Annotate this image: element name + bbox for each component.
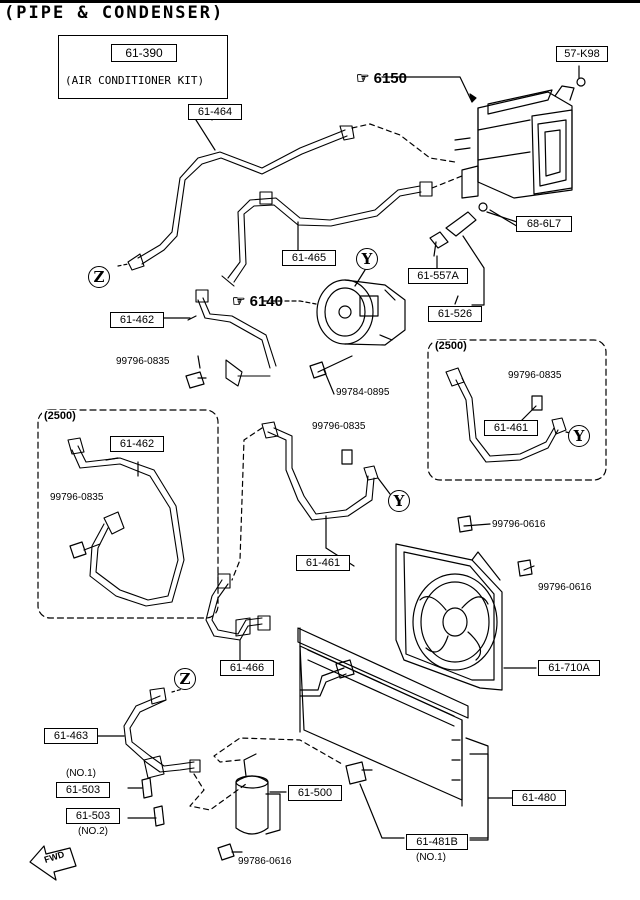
kit-part-number[interactable]: 61-390 bbox=[111, 44, 177, 62]
part-61-461-2500[interactable]: 61-461 bbox=[484, 420, 538, 436]
note-no1-left: (NO.1) bbox=[66, 768, 96, 779]
pipe-61-461-2500 bbox=[445, 367, 567, 463]
section-label-2500-left: (2500) bbox=[42, 410, 78, 422]
note-no2: (NO.2) bbox=[78, 826, 108, 837]
part-61-503-no2[interactable]: 61-503 bbox=[66, 808, 120, 824]
part-61-481b[interactable]: 61-481B bbox=[406, 834, 468, 850]
part-61-480[interactable]: 61-480 bbox=[512, 790, 566, 806]
kit-label: (AIR CONDITIONER KIT) bbox=[65, 74, 205, 87]
part-57-k98[interactable]: 57-K98 bbox=[556, 46, 608, 62]
connection-marker-y-center[interactable]: Y bbox=[388, 490, 410, 512]
cooling-fan bbox=[395, 543, 503, 691]
valve-parts bbox=[429, 202, 488, 257]
ref-6140[interactable]: ☞ 6140 bbox=[232, 293, 283, 310]
part-61-466[interactable]: 61-466 bbox=[220, 660, 274, 676]
part-61-710a[interactable]: 61-710A bbox=[538, 660, 600, 676]
pipe-61-466 bbox=[205, 573, 271, 641]
section-box-left bbox=[37, 409, 219, 619]
part-61-461[interactable]: 61-461 bbox=[296, 555, 350, 571]
bolt-99796-0616-b[interactable]: 99796-0616 bbox=[538, 582, 592, 593]
pipe-61-465 bbox=[221, 181, 433, 287]
connection-marker-y-compressor[interactable]: Y bbox=[356, 248, 378, 270]
part-68-6l7[interactable]: 68-6L7 bbox=[516, 216, 572, 232]
pipe-61-462-2500 bbox=[67, 437, 185, 607]
bolt-99796-0835-b[interactable]: 99796-0835 bbox=[508, 370, 562, 381]
top-rule bbox=[0, 0, 640, 3]
part-61-557a[interactable]: 61-557A bbox=[408, 268, 468, 284]
pipe-61-464 bbox=[127, 125, 355, 271]
part-61-462[interactable]: 61-462 bbox=[110, 312, 164, 328]
receiver-drier bbox=[235, 753, 281, 835]
part-61-464[interactable]: 61-464 bbox=[188, 104, 242, 120]
bolt-99784-0895[interactable]: 99784-0895 bbox=[336, 387, 390, 398]
bolt-99796-0835-d[interactable]: 99796-0835 bbox=[50, 492, 104, 503]
section-box-right bbox=[427, 339, 607, 481]
part-61-462-2500[interactable]: 61-462 bbox=[110, 436, 164, 452]
part-61-463[interactable]: 61-463 bbox=[44, 728, 98, 744]
part-61-503-no1[interactable]: 61-503 bbox=[56, 782, 110, 798]
connection-marker-z-bottom[interactable]: Z bbox=[174, 668, 196, 690]
air-conditioner-kit-box: 61-390 (AIR CONDITIONER KIT) bbox=[58, 35, 228, 99]
bolt-99796-0835-c[interactable]: 99796-0835 bbox=[312, 421, 366, 432]
part-61-526[interactable]: 61-526 bbox=[428, 306, 482, 322]
compressor bbox=[316, 279, 406, 346]
evaporator-unit bbox=[454, 85, 575, 199]
section-label-2500-right: (2500) bbox=[433, 340, 469, 352]
note-no1-right: (NO.1) bbox=[416, 852, 446, 863]
part-61-465[interactable]: 61-465 bbox=[282, 250, 336, 266]
part-61-500[interactable]: 61-500 bbox=[288, 785, 342, 801]
pipe-61-463 bbox=[123, 687, 201, 779]
pipe-61-461 bbox=[261, 421, 379, 521]
pipe-61-462-main bbox=[195, 289, 277, 387]
bolt-99796-0835-a[interactable]: 99796-0835 bbox=[116, 356, 170, 367]
bolt-99786-0616[interactable]: 99786-0616 bbox=[238, 856, 292, 867]
connection-marker-y-2500[interactable]: Y bbox=[568, 425, 590, 447]
fwd-arrow-shape bbox=[29, 845, 77, 881]
ref-6150[interactable]: ☞ 6150 bbox=[356, 70, 407, 87]
condenser bbox=[297, 627, 469, 807]
nut-57k98 bbox=[576, 77, 586, 87]
diagram-title: (PIPE & CONDENSER) bbox=[4, 3, 225, 23]
connection-marker-z-top[interactable]: Z bbox=[88, 266, 110, 288]
bolt-99796-0616-a[interactable]: 99796-0616 bbox=[492, 519, 546, 530]
